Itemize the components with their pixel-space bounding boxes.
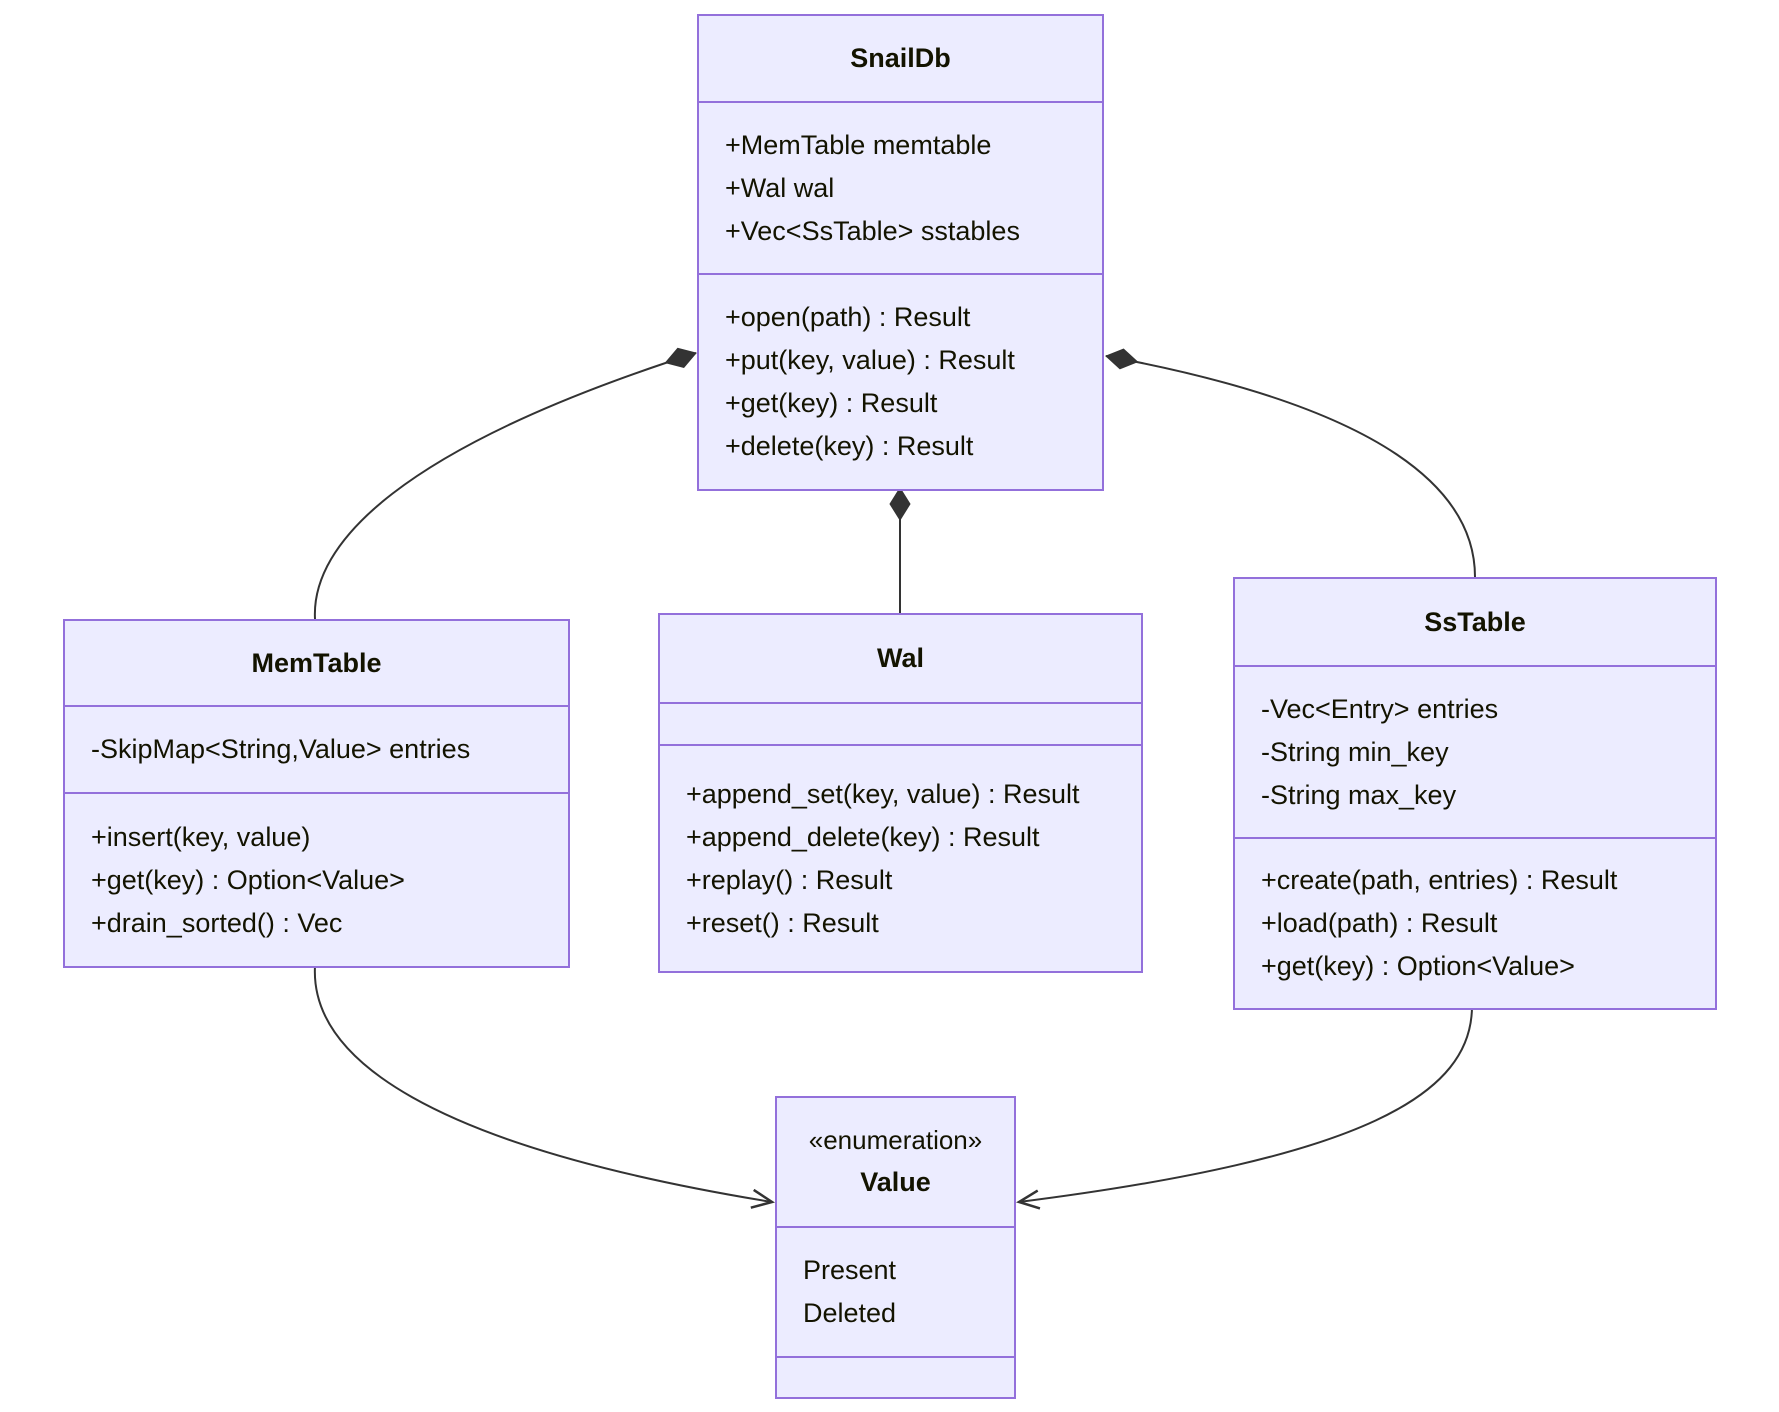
- attribute: -String max_key: [1261, 779, 1457, 810]
- method: +open(path) : Result: [725, 302, 971, 332]
- edge-sstable-value: [1019, 1005, 1473, 1202]
- edge-snaildb-memtable: [313, 347, 697, 620]
- method: +put(key, value) : Result: [725, 345, 1015, 375]
- enum-value-title: «enumeration» Value: [777, 1098, 1014, 1226]
- enum-member: Present: [803, 1255, 897, 1285]
- enum-value-empty-section: [777, 1356, 1014, 1397]
- class-wal-title: Wal: [877, 643, 924, 673]
- class-sstable-title: SsTable: [1424, 606, 1526, 637]
- attribute: +MemTable memtable: [725, 129, 992, 160]
- class-wal: Wal +append_set(key, value) : Result +ap…: [658, 613, 1143, 973]
- class-snaildb: SnailDb +MemTable memtable +Wal wal +Vec…: [697, 14, 1104, 491]
- method: +reset() : Result: [686, 907, 879, 938]
- class-wal-attributes-empty: [660, 702, 1141, 744]
- enum-member: Deleted: [803, 1298, 897, 1328]
- class-memtable-attributes: -SkipMap<String,Value> entries: [65, 705, 568, 792]
- enum-stereotype: «enumeration»: [808, 1125, 983, 1155]
- method: +append_set(key, value) : Result: [686, 778, 1080, 809]
- enum-value-members: Present Deleted: [777, 1226, 1014, 1356]
- method: +get(key) : Option<Value>: [1261, 951, 1575, 981]
- attribute: +Vec<SsTable> sstables: [725, 215, 1020, 246]
- class-sstable-attributes: -Vec<Entry> entries -String min_key -Str…: [1235, 665, 1715, 837]
- edge-memtable-value: [313, 965, 772, 1202]
- attribute: -Vec<Entry> entries: [1261, 693, 1499, 724]
- method: +get(key) : Result: [725, 388, 938, 418]
- class-snaildb-methods: +open(path) : Result +put(key, value) : …: [699, 273, 1102, 489]
- class-sstable-methods: +create(path, entries) : Result +load(pa…: [1235, 837, 1715, 1008]
- method: +create(path, entries) : Result: [1261, 865, 1618, 895]
- enum-value: «enumeration» Value Present Deleted: [775, 1096, 1016, 1399]
- method: +insert(key, value): [91, 821, 311, 852]
- enum-name: Value: [860, 1167, 931, 1197]
- class-memtable-title: MemTable: [251, 647, 382, 678]
- attribute: -SkipMap<String,Value> entries: [91, 734, 471, 764]
- attribute: -String min_key: [1261, 736, 1449, 767]
- method: +delete(key) : Result: [725, 431, 974, 461]
- class-memtable-methods: +insert(key, value) +get(key) : Option<V…: [65, 792, 568, 966]
- class-memtable: MemTable -SkipMap<String,Value> entries …: [63, 619, 570, 968]
- class-wal-methods: +append_set(key, value) : Result +append…: [660, 744, 1141, 971]
- class-snaildb-title: SnailDb: [850, 43, 951, 73]
- edge-snaildb-sstable: [1105, 348, 1476, 578]
- method: +load(path) : Result: [1261, 908, 1498, 938]
- class-snaildb-attributes: +MemTable memtable +Wal wal +Vec<SsTable…: [699, 101, 1102, 273]
- attribute: +Wal wal: [725, 172, 835, 203]
- method: +replay() : Result: [686, 864, 893, 895]
- method: +drain_sorted() : Vec: [91, 907, 343, 938]
- class-sstable: SsTable -Vec<Entry> entries -String min_…: [1233, 577, 1717, 1010]
- method: +append_delete(key) : Result: [686, 821, 1040, 852]
- method: +get(key) : Option<Value>: [91, 864, 405, 895]
